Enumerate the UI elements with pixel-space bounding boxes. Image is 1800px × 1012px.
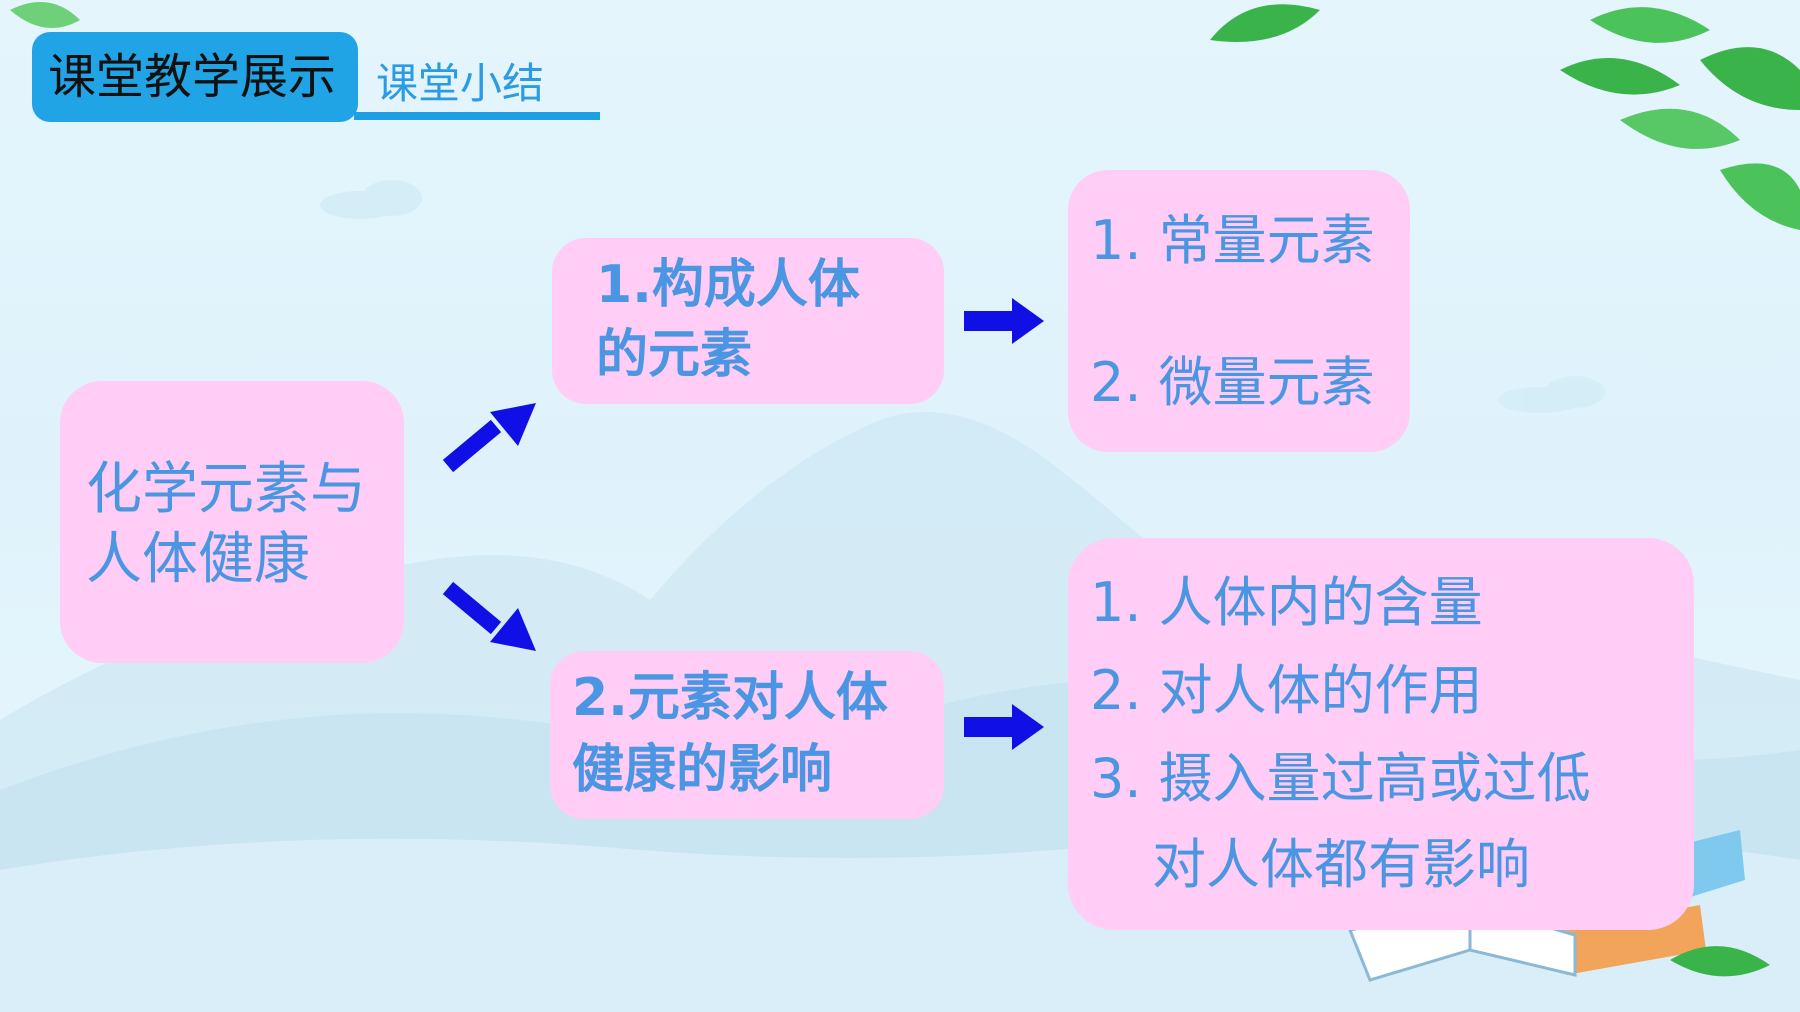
effect-item-2: 2. 对人体的作用 [1090, 659, 1483, 722]
branch1-line-1: 1.构成人体 [596, 255, 860, 315]
arrow-down-right-icon [442, 581, 536, 651]
subtitle-underline [354, 112, 600, 120]
effect-item-1: 1. 人体内的含量 [1090, 571, 1483, 634]
effect-item-3-continued: 对人体都有影响 [1152, 833, 1530, 896]
root-line-2: 人体健康 [86, 527, 310, 592]
element-type-2: 2. 微量元素 [1090, 351, 1375, 414]
leaf-decoration-bottom [1670, 946, 1770, 977]
branch-node-composition: 1.构成人体 的元素 [552, 238, 944, 404]
leaf-node-element-types: 1. 常量元素 2. 微量元素 [1068, 170, 1410, 452]
root-line-1: 化学元素与 [86, 457, 366, 522]
effect-item-3: 3. 摄入量过高或过低 [1090, 747, 1591, 810]
branch1-line-2: 的元素 [596, 325, 753, 385]
leaf-node-health-effects: 1. 人体内的含量 2. 对人体的作用 3. 摄入量过高或过低 对人体都有影响 [1068, 538, 1694, 930]
root-node: 化学元素与 人体健康 [60, 381, 404, 663]
branch-node-effects: 2.元素对人体 健康的影响 [550, 651, 944, 819]
branch2-line-2: 健康的影响 [572, 740, 833, 800]
arrow-right-icon [964, 704, 1044, 750]
branch2-line-1: 2.元素对人体 [572, 668, 888, 728]
arrow-right-icon [964, 298, 1044, 344]
leaf-decoration [10, 2, 1800, 230]
section-subtitle: 课堂小结 [376, 59, 545, 108]
arrow-up-right-icon [442, 403, 536, 473]
element-type-1: 1. 常量元素 [1090, 209, 1375, 272]
section-title: 课堂教学展示 [48, 49, 337, 105]
section-badge [32, 32, 358, 122]
